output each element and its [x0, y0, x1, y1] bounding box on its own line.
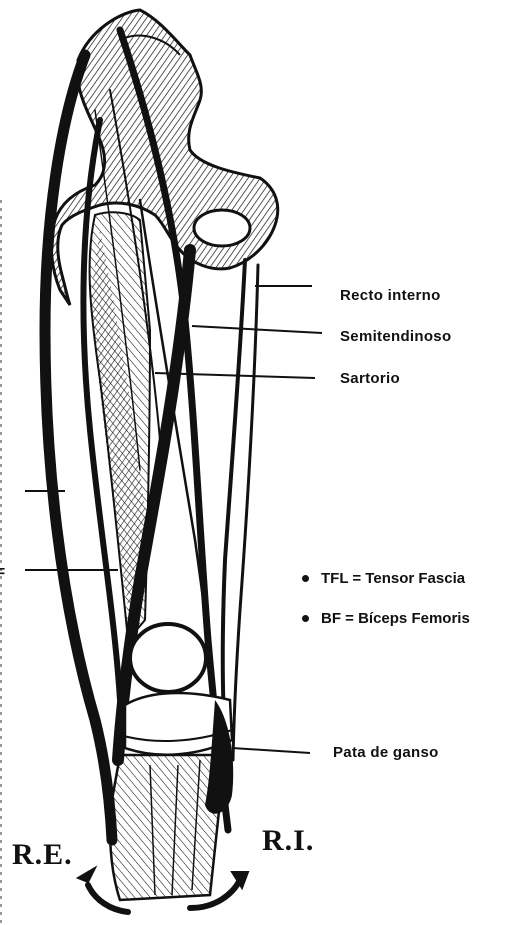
label-sartorio: Sartorio: [340, 370, 400, 387]
external-rotation-label: R.E.: [12, 838, 73, 872]
legend-item-tfl: TFL = Tensor Fascia: [302, 570, 465, 587]
label-semitendinoso: Semitendinoso: [340, 328, 451, 345]
internal-rotation-label: R.I.: [262, 824, 314, 858]
legend-text-tfl: TFL = Tensor Fascia: [321, 570, 465, 587]
patella: [130, 624, 206, 692]
legend-item-bf: BF = Bíceps Femoris: [302, 610, 470, 627]
label-recto-interno: Recto interno: [340, 287, 441, 304]
legend-text-bf: BF = Bíceps Femoris: [321, 610, 470, 627]
label-pata-de-ganso: Pata de ganso: [333, 744, 439, 761]
bullet-icon: [302, 615, 309, 622]
svg-text:F: F: [0, 565, 5, 582]
bullet-icon: [302, 575, 309, 582]
obturator-foramen: [194, 210, 250, 246]
tibia: [110, 755, 225, 900]
